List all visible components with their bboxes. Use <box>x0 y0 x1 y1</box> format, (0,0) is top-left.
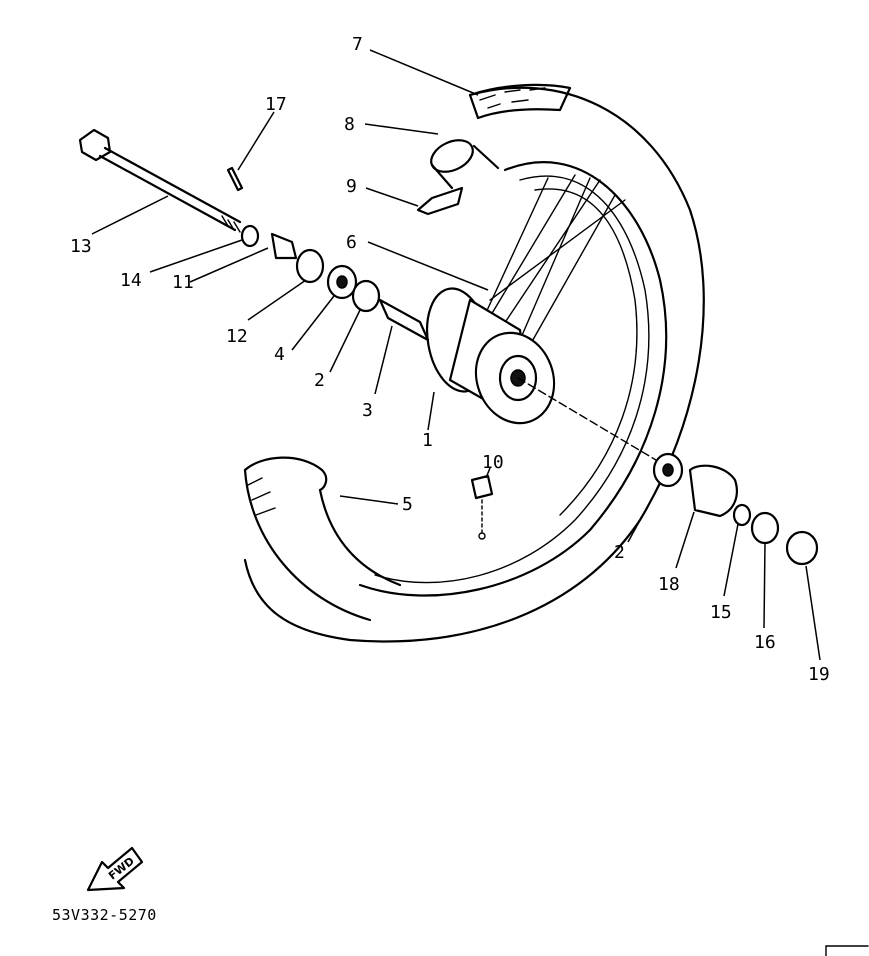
callout-5: 5 <box>402 494 413 515</box>
axle-drawing <box>78 128 244 233</box>
axle-spacers-drawing <box>240 224 819 566</box>
callout-2: 2 <box>314 370 325 391</box>
callout-8: 8 <box>344 114 355 135</box>
part-number: 53V332-5270 <box>52 906 157 924</box>
spokes-drawing <box>477 174 626 346</box>
callout-9: 9 <box>346 176 357 197</box>
callout-3: 3 <box>362 400 373 421</box>
callout-7: 7 <box>352 34 363 55</box>
tube-drawing <box>416 139 500 216</box>
callout-12: 12 <box>226 326 248 347</box>
callout-6: 6 <box>346 232 357 253</box>
forward-arrow-icon: FWD <box>86 846 144 892</box>
callout-15: 15 <box>710 602 732 623</box>
leader-lines <box>91 49 821 661</box>
callout-11: 11 <box>172 272 194 293</box>
callout-10: 10 <box>482 452 504 473</box>
callout-16: 16 <box>754 632 776 653</box>
callout-18: 18 <box>658 574 680 595</box>
callout-17: 17 <box>265 94 287 115</box>
callout-4: 4 <box>274 344 285 365</box>
corner-mark <box>825 945 869 956</box>
callout-labels: 7 8 9 17 13 14 11 12 4 2 3 1 6 10 5 2 18… <box>70 34 830 685</box>
callout-2-right: 2 <box>614 542 625 563</box>
hub-drawing <box>426 287 556 425</box>
callout-14: 14 <box>120 270 142 291</box>
callout-1: 1 <box>422 430 433 451</box>
callout-13: 13 <box>70 236 92 257</box>
callout-19: 19 <box>808 664 830 685</box>
